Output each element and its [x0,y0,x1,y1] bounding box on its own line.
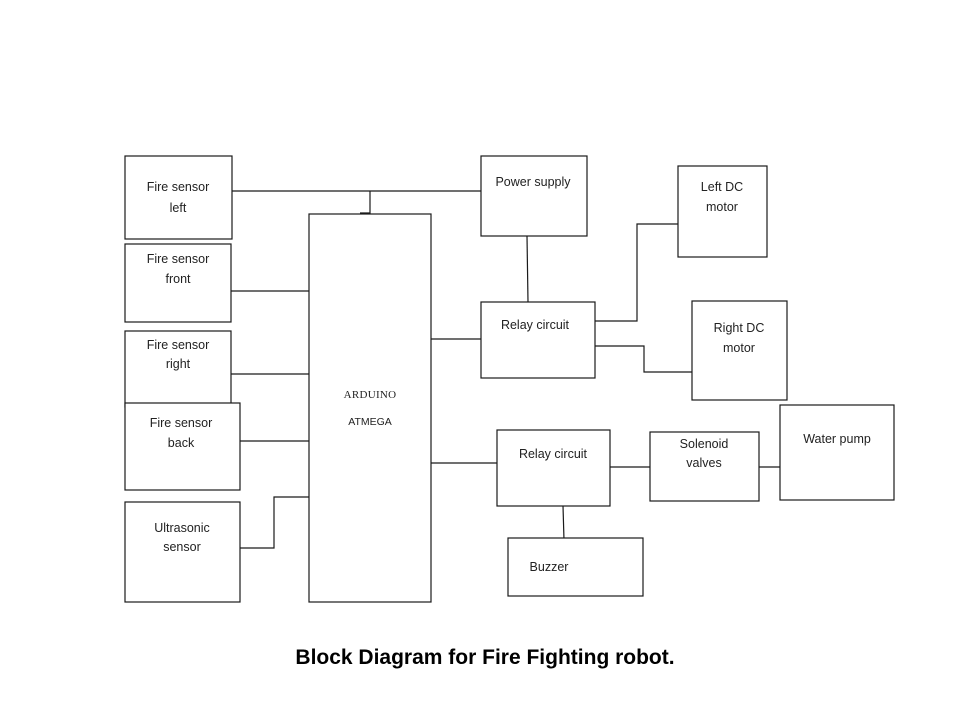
block-fire-sensor-front: Fire sensor front [124,243,232,323]
power-supply-label: Power supply [495,175,571,189]
block-left-dc-motor: Left DC motor [677,165,768,258]
block-diagram: Fire sensor left Fire sensor front Fire … [124,155,895,603]
wire-relay1-to-left-motor [595,223,678,322]
fire-sensor-front-line1: Fire sensor [147,252,210,266]
diagram-caption: Block Diagram for Fire Fighting robot. [295,646,675,669]
relay-circuit-1-label: Relay circuit [501,318,570,332]
relay-circuit-2-label: Relay circuit [519,447,588,461]
block-buzzer: Buzzer [507,537,644,597]
ultrasonic-sensor-line2: sensor [163,540,201,554]
fire-sensor-back-line2: back [168,436,195,450]
block-right-dc-motor: Right DC motor [691,300,788,401]
fire-sensor-back-line1: Fire sensor [150,416,213,430]
connections [231,190,780,549]
solenoid-valves-line1: Solenoid [680,437,729,451]
left-dc-motor-line2: motor [706,200,738,214]
block-fire-sensor-back: Fire sensor back [124,402,241,491]
block-relay-circuit-1: Relay circuit [480,301,596,379]
wire-ultrasonic-to-arduino [240,496,309,549]
block-ultrasonic-sensor: Ultrasonic sensor [124,501,241,603]
block-solenoid-valves: Solenoid valves [649,431,760,502]
block-power-supply: Power supply [480,155,588,237]
fire-sensor-left-line2: left [170,201,187,215]
water-pump-label: Water pump [803,432,871,446]
wire-power-to-relay1 [526,235,529,303]
left-dc-motor-line1: Left DC [701,180,743,194]
ultrasonic-sensor-line1: Ultrasonic [154,521,210,535]
fire-sensor-right-line1: Fire sensor [147,338,210,352]
fire-sensor-left-line1: Fire sensor [147,180,210,194]
block-arduino: ARDUINO ATMEGA [308,213,432,603]
block-fire-sensor-right: Fire sensor right [124,330,232,408]
arduino-atmega-label: ATMEGA [348,416,392,428]
block-fire-sensor-left: Fire sensor left [124,155,233,240]
arduino-label: ARDUINO [344,389,397,401]
buzzer-label: Buzzer [530,560,569,574]
wire-power-to-arduino [360,191,371,214]
wire-relay2-to-buzzer [562,505,565,541]
right-dc-motor-line1: Right DC [714,321,765,335]
right-dc-motor-line2: motor [723,341,755,355]
fire-sensor-front-line2: front [165,272,191,286]
fire-sensor-right-line2: right [166,357,191,371]
solenoid-valves-line2: valves [686,456,721,470]
wire-relay1-to-right-motor [595,345,692,373]
block-relay-circuit-2: Relay circuit [496,429,611,507]
block-water-pump: Water pump [779,404,895,501]
